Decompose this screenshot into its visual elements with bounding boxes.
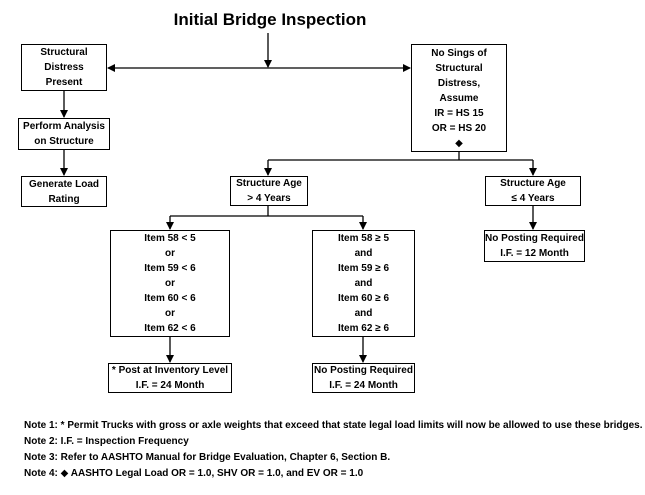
diamond-icon: ◆ bbox=[455, 137, 463, 149]
node-no-posting-12-month: No Posting Required I.F. = 12 Month bbox=[484, 230, 585, 262]
node-post-at-inventory-level: * Post at Inventory Level I.F. = 24 Mont… bbox=[108, 363, 232, 393]
node-no-signs-of-distress: No Sings of Structural Distress, Assume … bbox=[411, 44, 507, 152]
node-perform-analysis: Perform Analysis on Structure bbox=[18, 118, 110, 150]
note-2: Note 2: I.F. = Inspection Frequency bbox=[24, 436, 189, 447]
node-items-at-or-above-threshold: Item 58 ≥ 5 and Item 59 ≥ 6 and Item 60 … bbox=[312, 230, 415, 337]
node-generate-load-rating: Generate Load Rating bbox=[21, 176, 107, 207]
node-structure-age-gt4: Structure Age > 4 Years bbox=[230, 176, 308, 206]
diagram-title: Initial Bridge Inspection bbox=[173, 10, 367, 29]
notes-section: Note 1: * Permit Trucks with gross or ax… bbox=[24, 418, 643, 482]
note-3: Note 3: Refer to AASHTO Manual for Bridg… bbox=[24, 452, 391, 463]
node-items-below-threshold: Item 58 < 5 or Item 59 < 6 or Item 60 < … bbox=[110, 230, 230, 337]
node-structural-distress: Structural Distress Present bbox=[21, 44, 107, 91]
node-no-posting-24-month: No Posting Required I.F. = 24 Month bbox=[312, 363, 415, 393]
note-4: Note 4: ◆ AASHTO Legal Load OR = 1.0, SH… bbox=[24, 468, 364, 479]
node-structure-age-le4: Structure Age ≤ 4 Years bbox=[485, 176, 581, 206]
note-1: Note 1: * Permit Trucks with gross or ax… bbox=[24, 420, 643, 431]
